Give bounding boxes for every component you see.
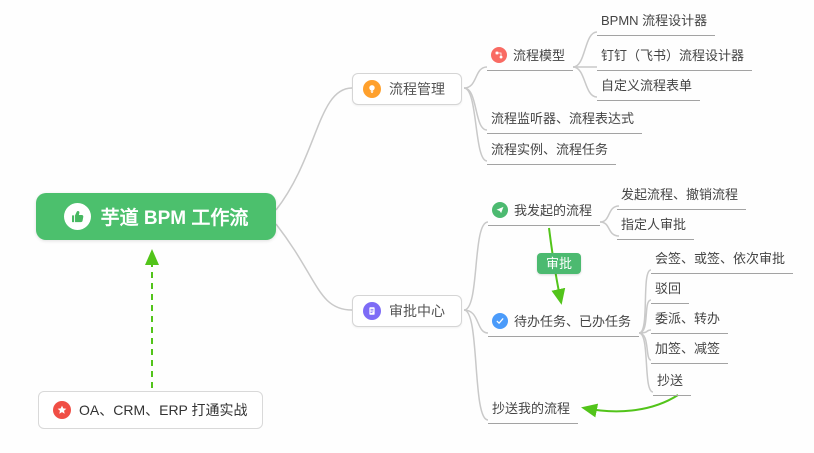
check-icon [492, 312, 508, 329]
dingtalk-designer-item[interactable]: 钉钉（飞书）流程设计器 [597, 45, 753, 71]
leaf-label: 钉钉（飞书）流程设计器 [601, 48, 745, 63]
leaf-label: 委派、转办 [655, 311, 721, 326]
leaf-label: 会签、或签、依次审批 [655, 251, 786, 266]
root-label: 芋道 BPM 工作流 [100, 208, 249, 229]
star-icon [53, 401, 71, 419]
process-model-item[interactable]: 流程模型 [487, 45, 574, 71]
leaf-label: 流程模型 [513, 48, 566, 63]
node-label: 审批中心 [389, 303, 445, 319]
delegate-transfer-item[interactable]: 委派、转办 [651, 308, 729, 334]
leaf-label: 待办任务、已办任务 [514, 314, 632, 329]
leaf-label: 流程监听器、流程表达式 [491, 111, 635, 126]
approval-center-node[interactable]: 审批中心 [352, 295, 462, 327]
leaf-label: 抄送 [657, 373, 684, 388]
approve-badge[interactable]: 审批 [537, 253, 582, 274]
leaf-label: 我发起的流程 [514, 203, 593, 218]
document-icon [363, 302, 381, 320]
leaf-label: 自定义流程表单 [601, 78, 693, 93]
add-remove-sign-item[interactable]: 加签、减签 [651, 338, 729, 364]
instance-task-item[interactable]: 流程实例、流程任务 [487, 139, 617, 165]
send-icon [492, 201, 508, 218]
process-management-node[interactable]: 流程管理 [352, 73, 462, 105]
cc-item[interactable]: 抄送 [653, 370, 692, 396]
leaf-label: 驳回 [655, 281, 682, 296]
badge-label: 审批 [546, 256, 573, 271]
note-label: OA、CRM、ERP 打通实战 [79, 402, 248, 418]
custom-form-item[interactable]: 自定义流程表单 [597, 75, 701, 101]
initiate-cancel-item[interactable]: 发起流程、撤销流程 [617, 184, 747, 210]
countersign-item[interactable]: 会签、或签、依次审批 [651, 248, 794, 274]
oa-practice-node[interactable]: OA、CRM、ERP 打通实战 [38, 391, 263, 429]
assignee-approval-item[interactable]: 指定人审批 [617, 214, 695, 240]
listener-expression-item[interactable]: 流程监听器、流程表达式 [487, 108, 643, 134]
my-initiated-item[interactable]: 我发起的流程 [488, 200, 601, 226]
reject-item[interactable]: 驳回 [651, 278, 690, 304]
cc-to-ccmy-arrow [581, 394, 679, 418]
root-node[interactable]: 芋道 BPM 工作流 [36, 193, 276, 240]
leaf-label: 指定人审批 [621, 217, 687, 232]
node-label: 流程管理 [389, 81, 445, 97]
thumbs-up-icon [63, 203, 91, 230]
leaf-label: 加签、减签 [655, 341, 721, 356]
lightbulb-icon [363, 80, 381, 98]
todo-done-item[interactable]: 待办任务、已办任务 [488, 311, 640, 337]
leaf-label: 发起流程、撤销流程 [621, 187, 739, 202]
leaf-label: 流程实例、流程任务 [491, 142, 609, 157]
leaf-label: BPMN 流程设计器 [601, 13, 708, 28]
cc-my-process-item[interactable]: 抄送我的流程 [488, 398, 579, 424]
flow-icon [491, 46, 507, 63]
bpmn-designer-item[interactable]: BPMN 流程设计器 [597, 10, 716, 36]
leaf-label: 抄送我的流程 [492, 401, 571, 416]
